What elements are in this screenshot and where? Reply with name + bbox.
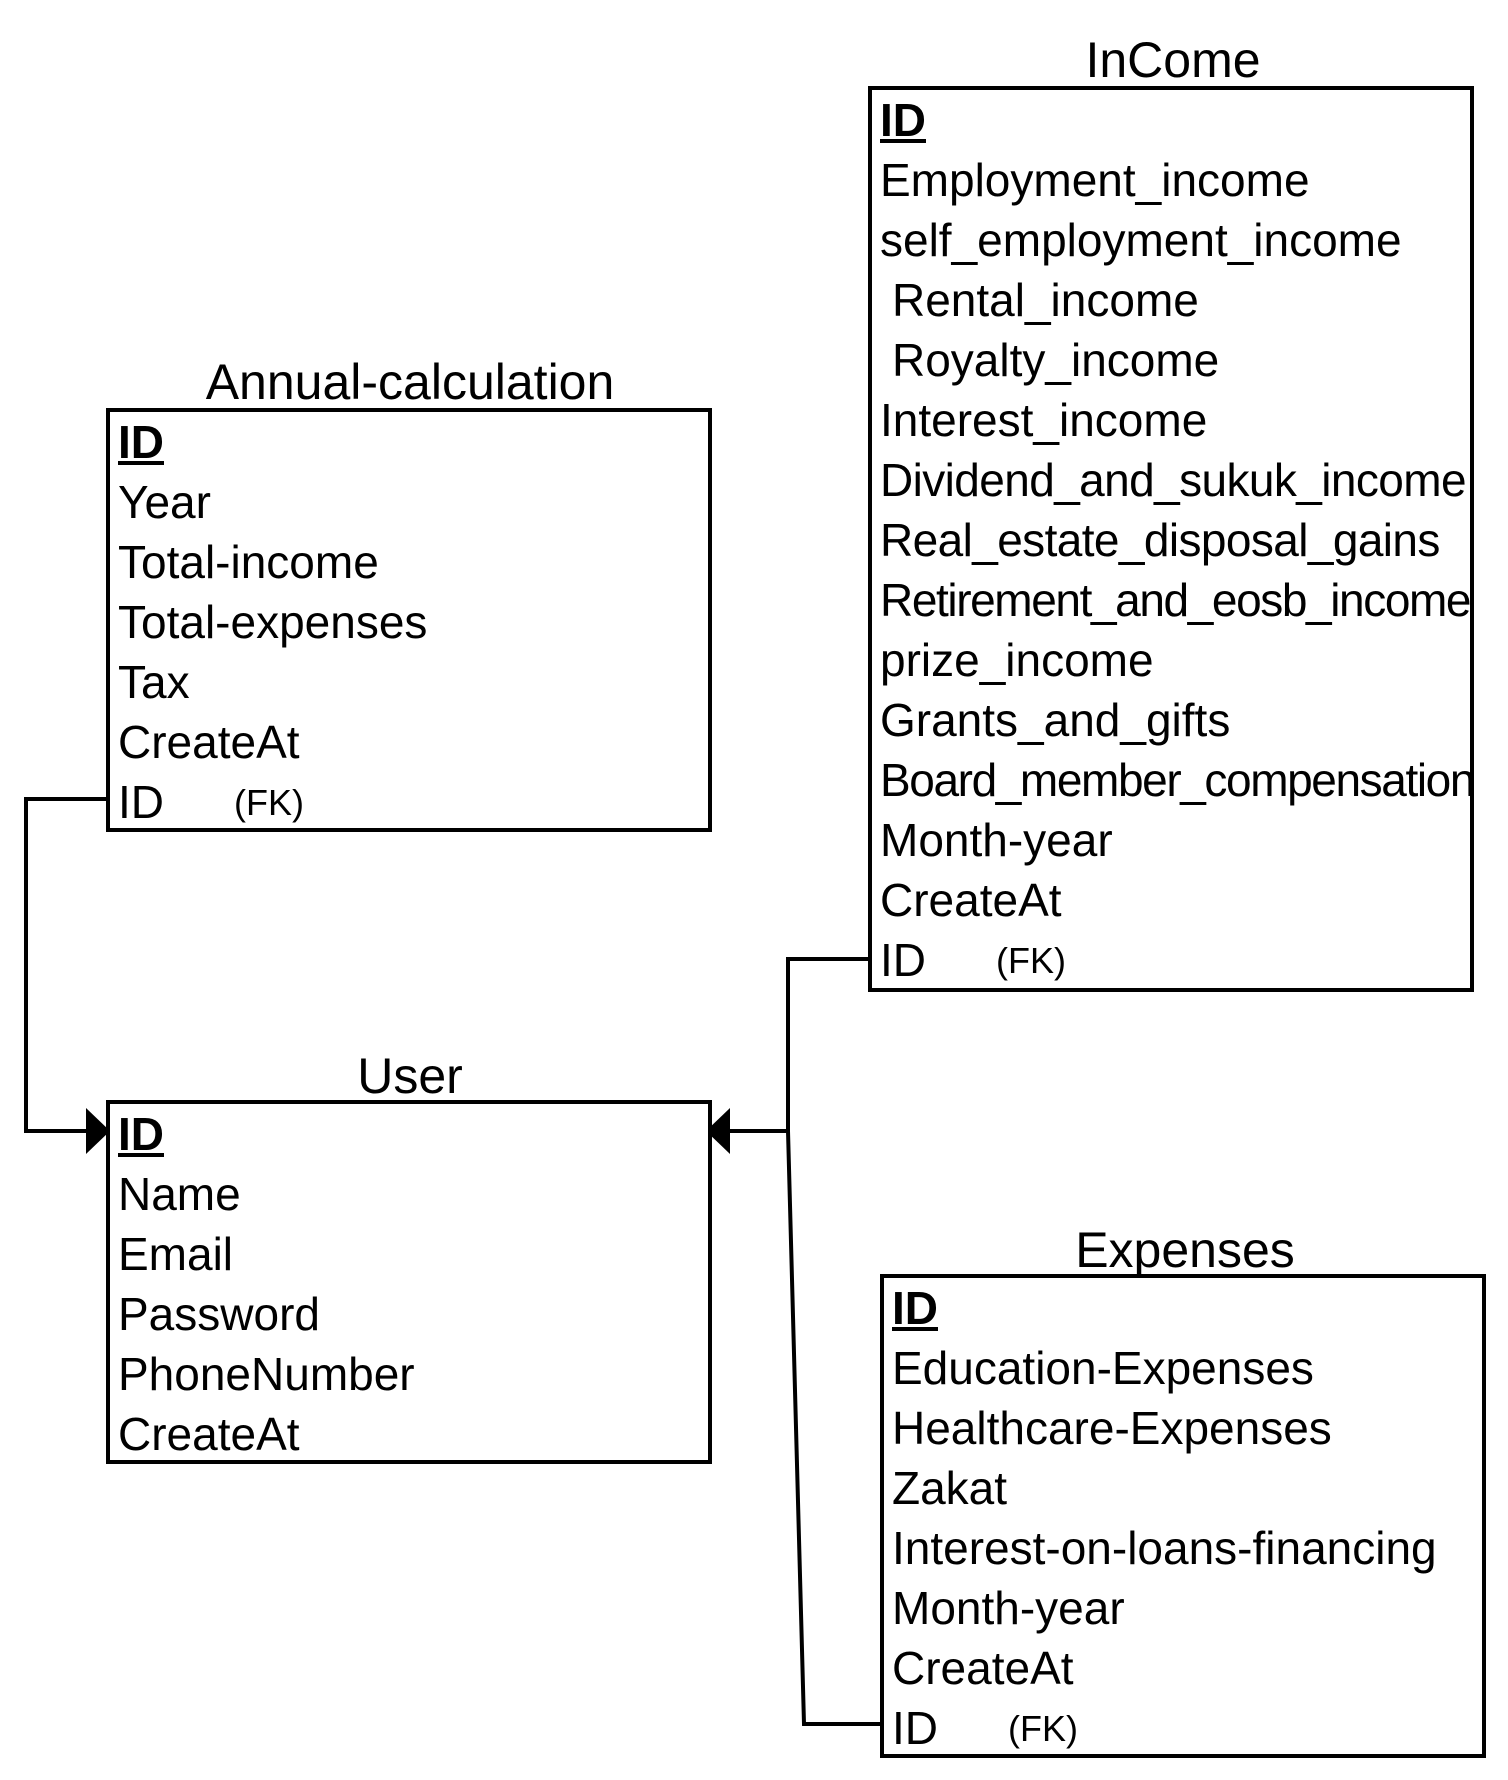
annual-fk-field: ID (FK) [118,772,304,832]
income-attribute: Month-year [880,814,1113,866]
user-title: User [357,1048,463,1104]
annual-calculation-entity[interactable]: ID Year Total-income Total-expenses Tax … [106,408,712,832]
annual-attribute: Total-expenses [118,596,428,648]
income-attribute: Dividend_and_sukuk_income [880,454,1467,506]
income-attribute: Employment_income [880,154,1310,206]
annual-attribute: CreateAt [118,716,300,768]
annual-attribute: Tax [118,656,190,708]
income-attribute: Retirement_and_eosb_income [880,574,1472,626]
expenses-attribute: Healthcare-Expenses [892,1402,1332,1454]
user-entity[interactable]: ID Name Email Password PhoneNumber Creat… [106,1100,712,1464]
user-attribute: PhoneNumber [118,1348,415,1400]
income-fk-field: ID (FK) [880,930,1066,990]
income-attribute: self_employment_income [880,214,1402,266]
annual-fk-label: ID [118,776,164,828]
expenses-title: Expenses [1075,1222,1295,1278]
expenses-fk-label: ID [892,1702,938,1754]
expenses-attribute: Month-year [892,1582,1125,1634]
income-title: InCome [1085,32,1261,88]
income-attribute: Real_estate_disposal_gains [880,514,1440,566]
income-attribute: Interest_income [880,394,1208,446]
annual-pk-field: ID [118,416,164,468]
income-attribute: CreateAt [880,874,1062,926]
user-right-arrowhead [706,1108,730,1154]
annual-to-user-connector [24,797,108,1133]
income-attribute: Board_member_compensation [880,754,1475,806]
income-attribute: prize_income [880,634,1154,686]
expenses-attribute: Interest-on-loans-financing [892,1522,1437,1574]
income-attribute: Rental_income [892,274,1199,326]
user-left-arrowhead [86,1108,110,1154]
expenses-to-user-connector [786,1130,882,1726]
expenses-fk-field: ID (FK) [892,1698,1078,1758]
income-entity[interactable]: ID Employment_income self_employment_inc… [868,86,1475,992]
expenses-attribute: Zakat [892,1462,1008,1514]
user-attribute: Password [118,1288,320,1340]
expenses-attribute: Education-Expenses [892,1342,1314,1394]
expenses-attribute: CreateAt [892,1642,1074,1694]
user-attribute: Email [118,1228,234,1280]
annual-calculation-title: Annual-calculation [205,354,615,410]
user-attribute: CreateAt [118,1408,300,1460]
income-fk-tag: (FK) [996,940,1066,981]
income-pk-field: ID [880,94,926,146]
annual-fk-tag: (FK) [234,782,304,823]
income-fk-label: ID [880,934,926,986]
expenses-fk-tag: (FK) [1008,1708,1078,1749]
annual-attribute: Year [118,476,211,528]
expenses-entity[interactable]: ID Education-Expenses Healthcare-Expense… [880,1274,1486,1758]
income-to-user-connector [730,957,870,1133]
user-attribute: Name [118,1168,241,1220]
income-attribute: Grants_and_gifts [880,694,1231,746]
annual-attribute: Total-income [118,536,379,588]
expenses-pk-field: ID [892,1282,938,1334]
user-pk-field: ID [118,1108,164,1160]
income-attribute: Royalty_income [892,334,1220,386]
